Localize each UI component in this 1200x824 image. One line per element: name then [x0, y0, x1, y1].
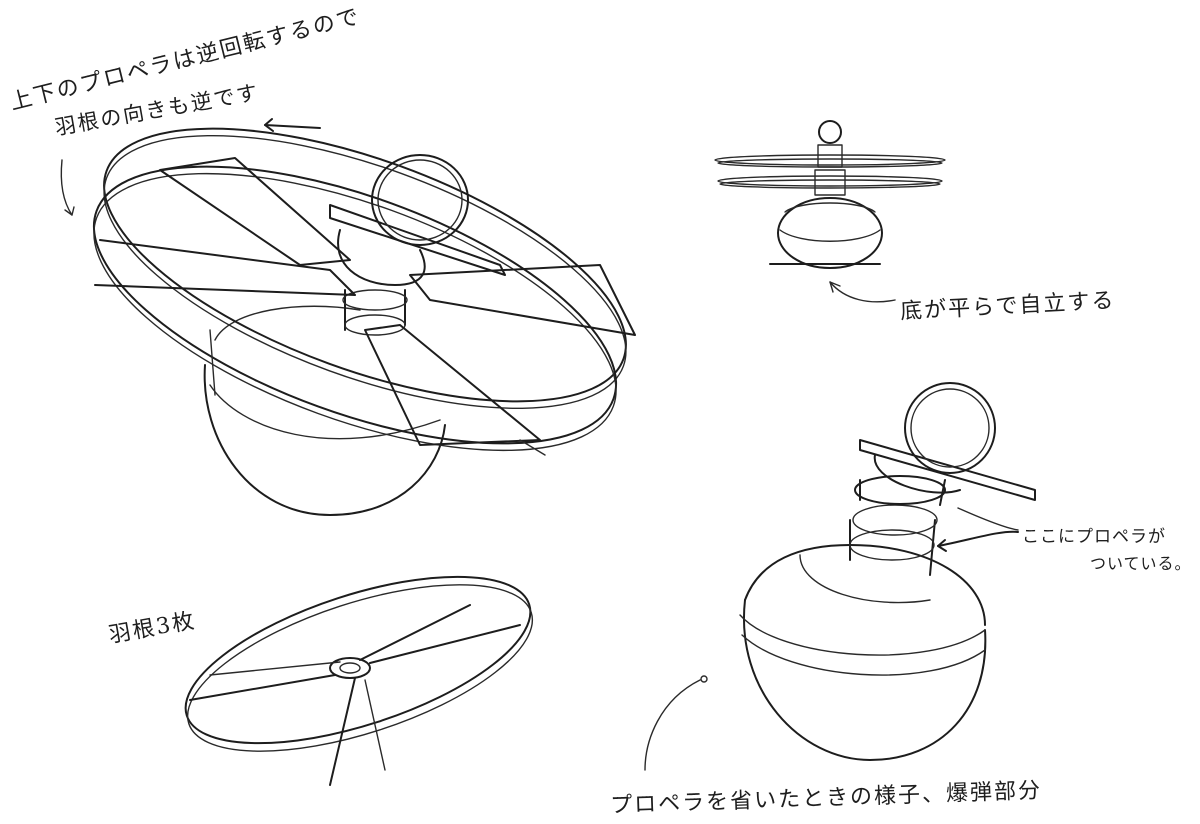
main-drone-blade — [94, 239, 356, 296]
propeller-disc-sketch — [184, 575, 534, 786]
side-view-upper-propeller — [714, 154, 946, 166]
main-drone-handle-bar — [329, 204, 506, 276]
propeller-disc-rim — [184, 575, 532, 745]
main-drone-ring-loop — [371, 154, 469, 246]
side-view-lower-propeller — [717, 175, 943, 187]
main-drone-blade — [364, 324, 541, 446]
bomb-part-ring-loop — [904, 382, 996, 474]
main-drone-bomb-body — [203, 364, 446, 516]
rotation-arrow — [264, 124, 321, 129]
bomb-part-body — [743, 599, 987, 761]
side-view-bomb-body — [777, 197, 883, 269]
bomb-part-handle-bar — [859, 439, 1036, 501]
main-drone-blade — [159, 157, 351, 266]
side-view-ring-loop — [818, 120, 842, 144]
main-drone-lower-ring — [92, 165, 618, 445]
main-drone-sketch — [60, 118, 636, 516]
main-drone-upper-ring — [103, 127, 627, 403]
propeller-disc-hub — [329, 657, 371, 679]
side-view-sketch — [714, 120, 946, 303]
propeller-attach-note-line1: ここにプロペラが — [1022, 527, 1166, 547]
bomb-part-sketch — [644, 382, 1036, 771]
propeller-disc-blades — [189, 604, 521, 786]
main-drone-blade — [409, 264, 636, 336]
propeller-attach-note-line2: ついている。 — [1090, 554, 1192, 573]
